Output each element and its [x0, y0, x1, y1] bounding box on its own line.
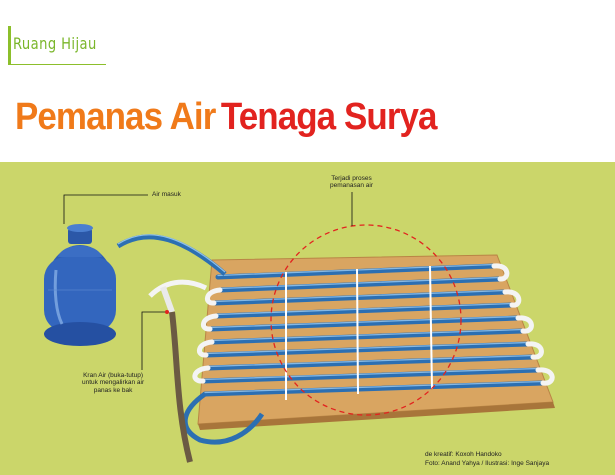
- pipe-bends: [192, 263, 555, 386]
- label-proses-line-2: pemanasan air: [330, 182, 373, 190]
- label-air-masuk-text: Air masuk: [152, 191, 181, 198]
- section-label: Ruang Hijau: [13, 34, 97, 53]
- water-bottle: [44, 224, 116, 346]
- label-proses: Terjadi proses pemanasan air: [330, 175, 373, 190]
- leader-kran: [141, 311, 166, 370]
- photo-credits: de kreatif: Koxoh Handoko Foto: Anand Ya…: [425, 451, 549, 469]
- section-header-bar: [8, 26, 106, 65]
- label-proses-line-1: Terjadi proses: [331, 175, 372, 182]
- inlet-hose: [116, 234, 227, 276]
- valve-assembly: [148, 279, 208, 298]
- solar-heater-illustration: Air masuk Terjadi proses pemanasan air K…: [0, 162, 615, 475]
- label-kran-line-3: panas ke bak: [93, 386, 133, 394]
- heating-zone-marker: [270, 224, 462, 416]
- title-part-2: Tenaga Surya: [220, 96, 438, 138]
- outlet-hose: [182, 391, 265, 445]
- leader-air-masuk: [63, 194, 148, 224]
- pipe-coils: [200, 263, 546, 397]
- credit-line-1: de kreatif: Koxoh Handoko: [425, 451, 502, 458]
- title-part-1: Pemanas Air: [15, 96, 216, 138]
- label-kran-line-1: Kran Air (buka-tutup): [83, 372, 144, 379]
- label-kran-line-2: untuk mengalirkan air: [82, 379, 145, 387]
- label-kran: Kran Air (buka-tutup) untuk mengalirkan …: [82, 372, 144, 394]
- credit-line-2: Foto: Anand Yahya / Ilustrasi: Inge Sanj…: [425, 459, 550, 467]
- label-air-masuk: Air masuk: [152, 191, 181, 198]
